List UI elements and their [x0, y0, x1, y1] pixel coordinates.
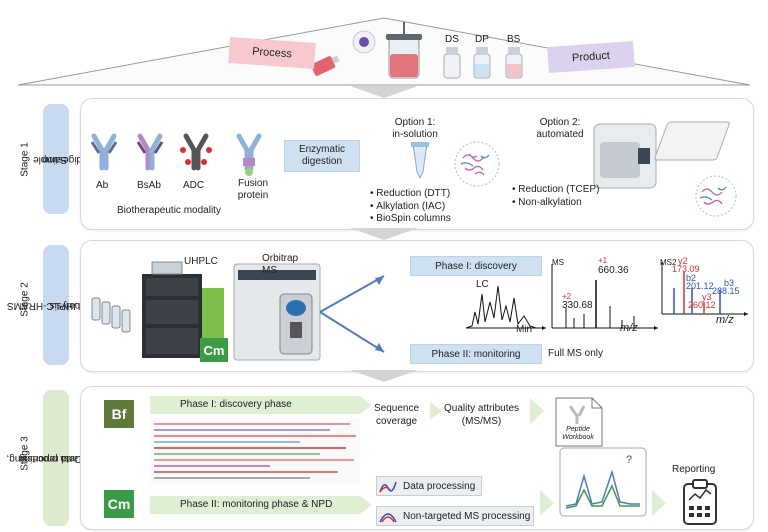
clipboard-report-icon — [683, 479, 717, 525]
question-mark: ? — [626, 454, 633, 466]
ds-vial-icon — [443, 47, 461, 79]
non-targeted-ms-icon — [379, 513, 397, 523]
full-ms-only-label: Full MS only — [548, 348, 604, 359]
lc-chromatogram — [465, 285, 546, 330]
modality-fusion-protein: Fusion protein — [237, 178, 269, 201]
bs-vial-icon — [505, 47, 523, 79]
antibody-icons — [90, 133, 262, 176]
ms-mz-axis: m/z — [620, 322, 638, 334]
data-processing-icon — [379, 481, 397, 493]
ms2-b2-mz: 201.12 — [686, 281, 714, 291]
arrow-to-peptide-workbook — [530, 398, 544, 424]
option1-title: Option 1:in-solution — [392, 117, 438, 140]
ms2-b3-mz: 288.15 — [712, 286, 740, 296]
phase1-discovery-box: Phase I: discovery — [410, 256, 542, 276]
ms2-b2-ion: b2 — [686, 273, 697, 283]
ms2-b3-ion: b3 — [724, 278, 735, 288]
peptide-workbook-icon — [555, 397, 603, 447]
process-product-funnel — [17, 17, 751, 98]
quality-attributes-label: Quality attributes(MS/MS) — [444, 403, 520, 427]
automated-instrument-icon — [593, 121, 737, 217]
vial-label-dp: DP — [475, 34, 489, 45]
arrow-to-comparison-chart — [540, 490, 554, 516]
ms-peak2-charge: +2 — [562, 292, 572, 301]
modality-bsab: BsAb — [137, 180, 161, 191]
ms2-mz-axis: m/z — [716, 314, 734, 326]
stage2-to-stage3-arrow — [350, 370, 418, 382]
min-label: Min — [516, 324, 533, 335]
adc-icon — [180, 133, 212, 171]
bsab-icon — [136, 133, 164, 171]
ms2-y3-ion: y3 — [702, 292, 712, 302]
ms-label: MS — [552, 258, 564, 267]
reporting-label: Reporting — [672, 464, 716, 475]
ms-peak2-mz: 330.68 — [562, 300, 593, 311]
sample-vials-icon — [91, 297, 131, 333]
comparison-chromatogram-icon — [559, 447, 647, 517]
sequence-map-image — [150, 418, 360, 484]
stage3-tab: Data processing,analysis and reporting — [6, 390, 117, 526]
modality-ab: Ab — [96, 180, 109, 191]
arrow-to-quality-attributes — [430, 402, 442, 420]
orbitrap-ms-icon — [233, 263, 321, 361]
vial-label-bs: BS — [507, 34, 521, 45]
uhplc-icon — [142, 261, 224, 358]
ms2-label: MS2 — [660, 258, 677, 267]
ms-peak1-charge: +1 — [598, 256, 608, 265]
phase1-discovery-phase-bar: Phase I: discovery phase — [150, 396, 360, 414]
lc-ms-spectra — [465, 262, 748, 330]
lcms-instruments-icon — [91, 261, 385, 361]
lc-label: LC — [476, 279, 489, 290]
ms2-y3-mz: 260.12 — [688, 300, 716, 310]
data-processing-box: Data processing — [376, 476, 482, 496]
ms2-y2-mz: 173.09 — [672, 264, 700, 274]
option2-bullets: Reduction (TCEP) Non-alkylation — [512, 184, 599, 209]
culture-flask-icon — [311, 55, 340, 76]
dp-vial-icon — [473, 47, 491, 79]
arrow-to-reporting — [652, 490, 666, 516]
ms2-y2-ion: y2 — [678, 256, 688, 266]
option1-bullets: Reduction (DTT) Alkylation (IAC) BioSpin… — [370, 188, 450, 226]
cell-icon — [352, 30, 376, 54]
tube-and-peptides-icon — [411, 141, 500, 187]
phase2-monitoring-box: Phase II: monitoring — [410, 344, 542, 364]
bioreactor-icon — [386, 22, 422, 79]
ab-icon — [90, 133, 118, 171]
arrow-to-data-processing — [360, 496, 372, 514]
non-targeted-ms-box: Non-targeted MS processing — [376, 506, 534, 526]
uhplc-label: UHPLC — [184, 256, 218, 267]
ms2-spectrum — [661, 262, 748, 316]
ms-spectrum — [551, 264, 658, 330]
fusion-protein-icon — [236, 133, 262, 176]
well-plate-icon — [654, 121, 730, 161]
vial-label-ds: DS — [445, 34, 459, 45]
stage1-to-stage2-arrow — [350, 228, 418, 240]
phase2-monitoring-phase-bar: Phase II: monitoring phase & NPD — [150, 496, 360, 514]
cm-logo-stage3: Cm — [104, 490, 134, 518]
bf-logo: Bf — [104, 400, 134, 428]
ms-peak1-mz: 660.36 — [598, 265, 629, 276]
arrow-to-sequence-coverage — [360, 396, 372, 414]
cm-logo-stage2: Cm — [200, 338, 228, 362]
option2-title: Option 2:automated — [536, 117, 584, 140]
modality-adc: ADC — [183, 180, 205, 191]
modality-caption: Biotherapeutic modality — [117, 205, 221, 216]
